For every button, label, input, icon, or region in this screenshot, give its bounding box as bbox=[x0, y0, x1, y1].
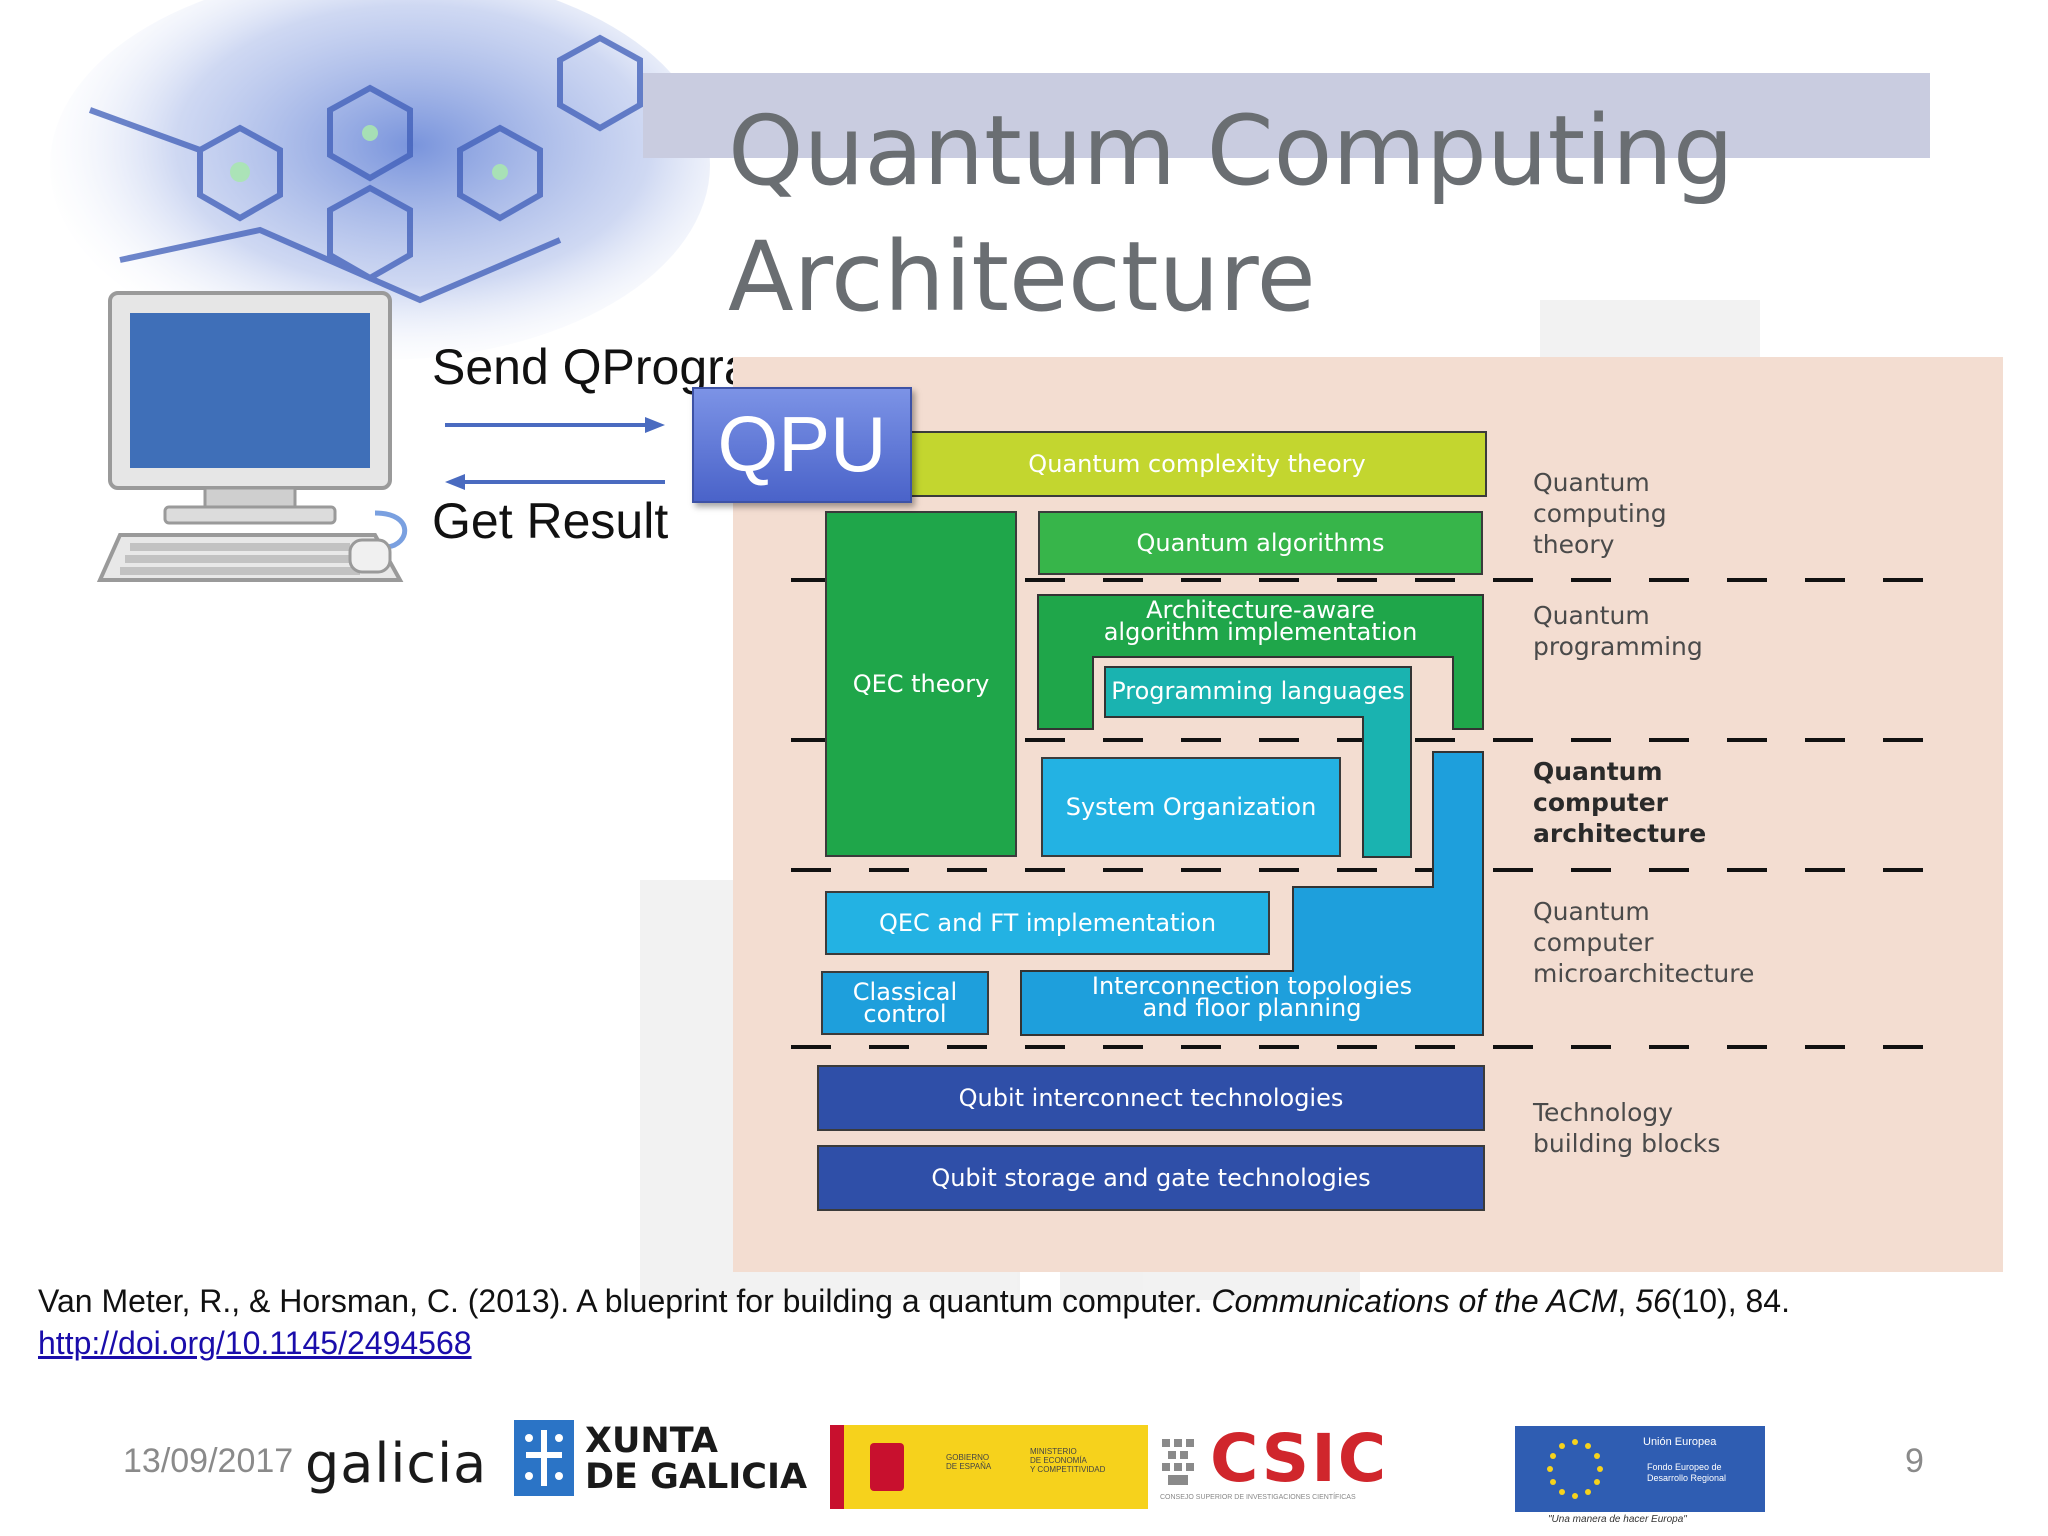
label-interconnection-line1: Interconnection topologies bbox=[1091, 972, 1413, 1000]
box-quantum-complexity-theory: Quantum complexity theory bbox=[907, 431, 1487, 497]
label-classical-control-line1: Classical bbox=[852, 978, 958, 1006]
spain-flag-stripe bbox=[830, 1425, 844, 1509]
citation-text: Van Meter, R., & Horsman, C. (2013). A b… bbox=[38, 1283, 1790, 1320]
label-interconnection: Interconnection topologies and floor pla… bbox=[1021, 972, 1483, 1022]
eu-feder-text: Fondo Europeo de Desarrollo Regional bbox=[1647, 1462, 1726, 1484]
interconnection-shape bbox=[1020, 751, 1484, 1036]
eu-feder-logo: Unión Europea Fondo Europeo de Desarroll… bbox=[1515, 1426, 1765, 1512]
layer-label-technology: Technology building blocks bbox=[1533, 1098, 1721, 1158]
gobierno-ministerio-logo: GOBIERNO DE ESPAÑA MINISTERIO DE ECONOMÍ… bbox=[830, 1425, 1148, 1509]
label-qubit-storage: Qubit storage and gate technologies bbox=[931, 1164, 1371, 1192]
ministerio-line3: Y COMPETITIVIDAD bbox=[1030, 1465, 1106, 1474]
box-qubit-storage: Qubit storage and gate technologies bbox=[817, 1145, 1485, 1211]
layer-label-microarchitecture: Quantum computer microarchitecture bbox=[1533, 897, 1755, 988]
citation-rest: (10), 84. bbox=[1670, 1283, 1790, 1319]
ministerio-text: MINISTERIO DE ECONOMÍA Y COMPETITIVIDAD bbox=[1030, 1447, 1105, 1474]
csic-subtitle: CONSEJO SUPERIOR DE INVESTIGACIONES CIEN… bbox=[1160, 1494, 1356, 1501]
label-interconnection-line2: and floor planning bbox=[1142, 994, 1362, 1022]
eu-motto: "Una manera de hacer Europa" bbox=[1548, 1514, 1687, 1525]
diagram-shapes bbox=[1020, 594, 1484, 1036]
citation-authors: Van Meter, R., & Horsman, C. (2013). A b… bbox=[38, 1283, 1212, 1319]
eu-line3: Desarrollo Regional bbox=[1647, 1473, 1727, 1483]
gobierno-text: GOBIERNO DE ESPAÑA bbox=[946, 1453, 991, 1471]
citation-volume: 56 bbox=[1635, 1283, 1671, 1319]
label-programming-languages: Programming languages bbox=[1111, 677, 1405, 705]
architecture-diagram-panel: Quantum complexity theory Quantum algori… bbox=[733, 357, 2003, 1272]
qpu-badge: QPU bbox=[692, 387, 912, 503]
galicia-logo: galicia bbox=[305, 1432, 488, 1495]
layer-label-architecture: Quantum computer architecture bbox=[1533, 757, 1707, 848]
label-classical-control-line2: control bbox=[863, 1000, 947, 1028]
label-architecture-aware-line1: Architecture-aware bbox=[1146, 596, 1375, 624]
box-qubit-interconnect: Qubit interconnect technologies bbox=[817, 1065, 1485, 1131]
label-quantum-algorithms: Quantum algorithms bbox=[1136, 529, 1385, 557]
label-qec-theory: QEC theory bbox=[852, 670, 990, 698]
csic-logo: CSIC bbox=[1210, 1420, 1389, 1497]
label-qec-ft-implementation: QEC and FT implementation bbox=[878, 909, 1217, 937]
programming-languages-shape bbox=[1104, 666, 1412, 858]
slide-title-line2: Architecture bbox=[728, 221, 1316, 333]
citation-journal: Communications of the ACM bbox=[1211, 1283, 1618, 1319]
page-number: 9 bbox=[1905, 1442, 1924, 1480]
label-architecture-aware-line2: algorithm implementation bbox=[1103, 618, 1418, 646]
layer-label-theory: Quantum computing theory bbox=[1533, 468, 1667, 559]
label-architecture-aware: Architecture-aware algorithm implementat… bbox=[1038, 596, 1483, 646]
xunta-emblem-icon bbox=[514, 1420, 574, 1496]
eu-stars-icon bbox=[1547, 1439, 1603, 1499]
coat-of-arms-icon bbox=[870, 1443, 904, 1491]
gobierno-line1: GOBIERNO bbox=[946, 1453, 990, 1462]
ministerio-line2: DE ECONOMÍA bbox=[1030, 1456, 1087, 1465]
computer-icon bbox=[96, 291, 408, 582]
csic-emblem-icon bbox=[1162, 1439, 1194, 1485]
doi-link[interactable]: http://doi.org/10.1145/2494568 bbox=[38, 1325, 472, 1361]
box-classical-control: Classical control bbox=[821, 971, 989, 1035]
slide-title-line1: Quantum Computing bbox=[728, 95, 1734, 207]
footer-date: 13/09/2017 bbox=[123, 1442, 294, 1480]
box-qec-theory: QEC theory bbox=[825, 511, 1017, 857]
arch-aware-shape bbox=[1037, 594, 1484, 730]
eu-line2: Fondo Europeo de bbox=[1647, 1462, 1722, 1472]
eu-line1: Unión Europea bbox=[1643, 1436, 1717, 1448]
box-system-organization: System Organization bbox=[1041, 757, 1341, 857]
layer-label-programming: Quantum programming bbox=[1533, 601, 1703, 661]
xunta-logo-text: XUNTA DE GALICIA bbox=[585, 1423, 807, 1495]
data-flow-arrows bbox=[445, 417, 665, 490]
get-result-label: Get Result bbox=[432, 493, 669, 549]
xunta-line1: XUNTA bbox=[585, 1421, 718, 1461]
slide-title: Quantum Computing Architecture bbox=[728, 88, 1928, 340]
title-band bbox=[643, 73, 1930, 158]
xunta-line2: DE GALICIA bbox=[585, 1457, 808, 1497]
label-system-organization: System Organization bbox=[1065, 793, 1317, 821]
box-quantum-algorithms: Quantum algorithms bbox=[1038, 511, 1483, 575]
box-qec-ft-implementation: QEC and FT implementation bbox=[825, 891, 1270, 955]
label-qubit-interconnect: Qubit interconnect technologies bbox=[958, 1084, 1344, 1112]
citation-sep: , bbox=[1617, 1283, 1636, 1319]
label-quantum-complexity-theory: Quantum complexity theory bbox=[1028, 450, 1366, 478]
ministerio-line1: MINISTERIO bbox=[1030, 1447, 1077, 1456]
gobierno-line2: DE ESPAÑA bbox=[946, 1462, 992, 1471]
